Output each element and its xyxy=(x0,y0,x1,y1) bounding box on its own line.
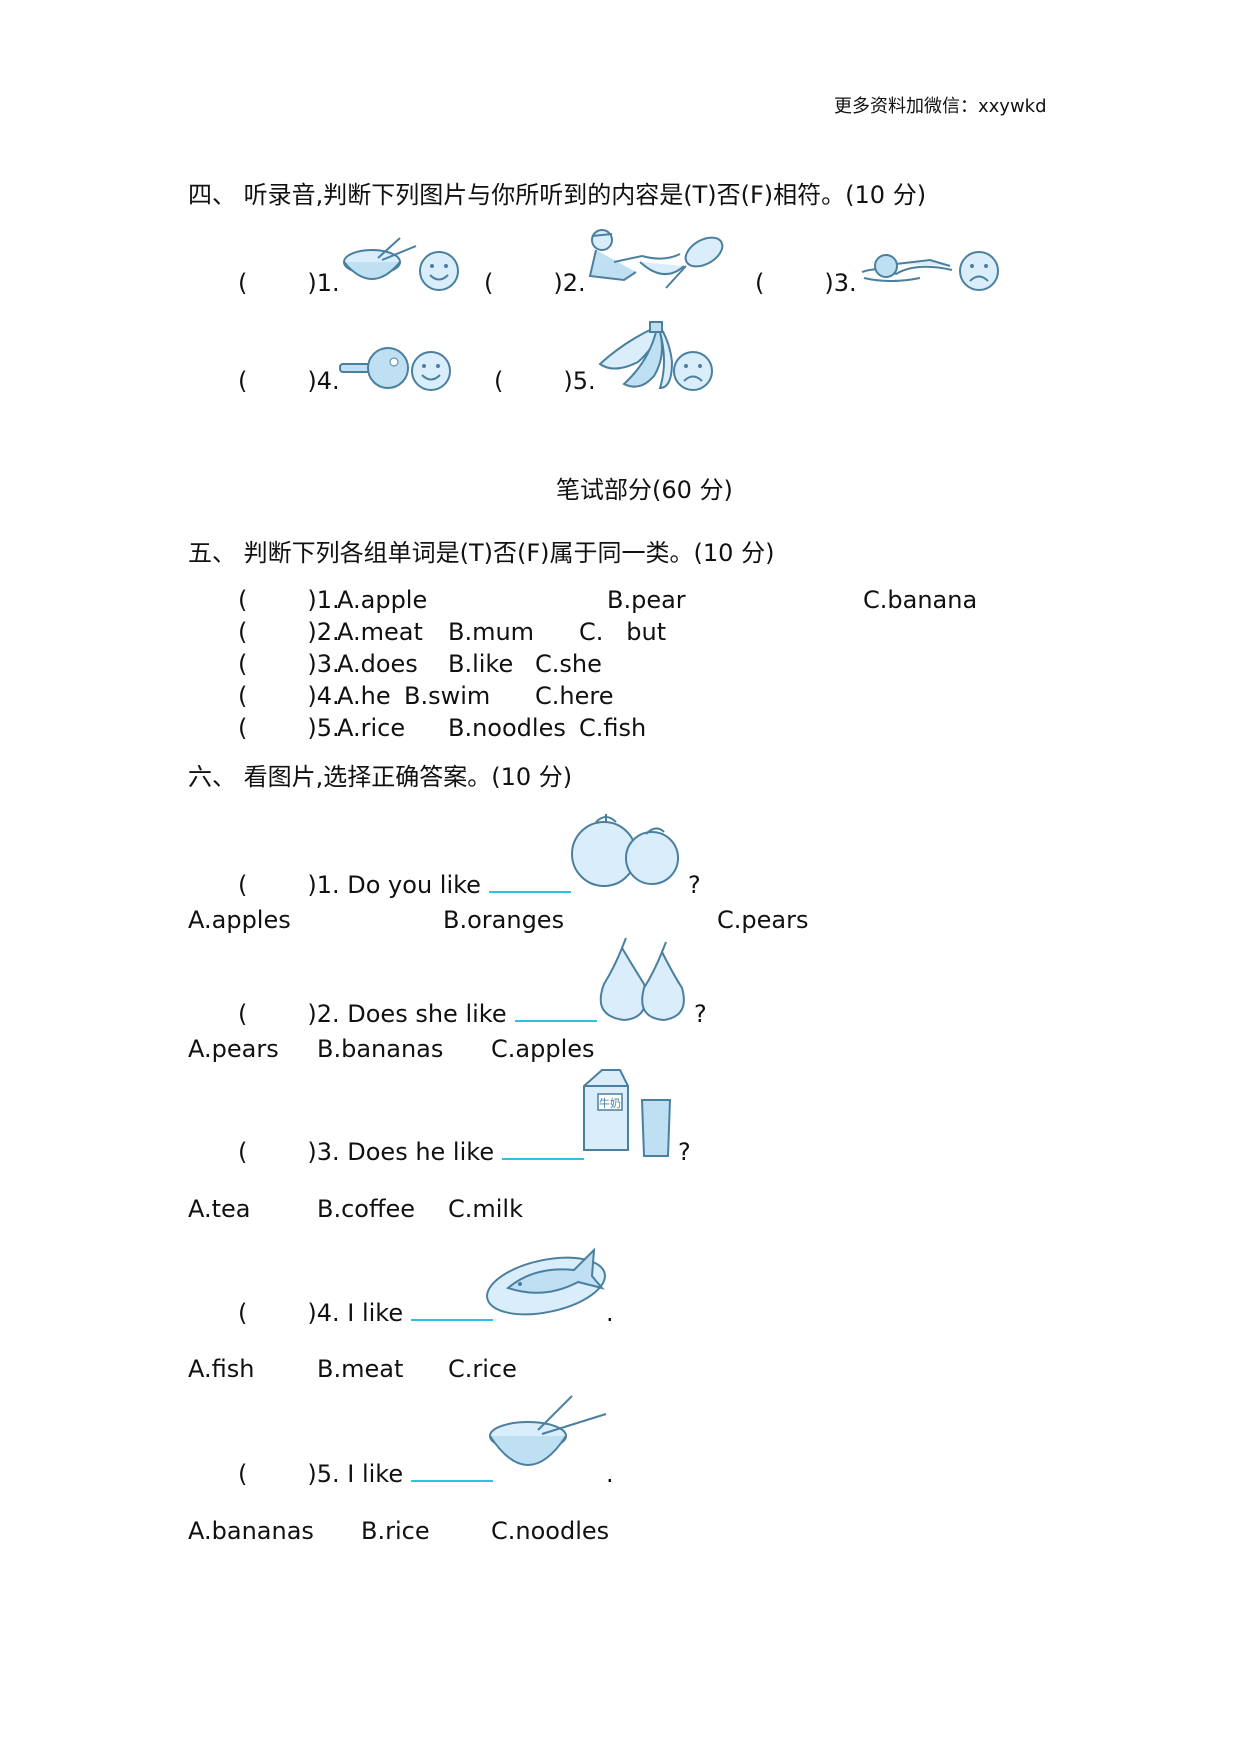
section4-title: 四、 听录音,判断下列图片与你所听到的内容是(T)否(F)相符。(10 分) xyxy=(188,181,927,209)
s5-row4-a: A.he xyxy=(337,682,391,710)
rice-bowl-icon xyxy=(343,237,417,280)
s4-item5: ()5. xyxy=(494,367,596,395)
answer-blank[interactable] xyxy=(514,1019,597,1022)
s5-row1-a: A.apple xyxy=(337,586,428,614)
s5-row1-c: C.banana xyxy=(863,586,978,614)
s6-q2-c: C.apples xyxy=(491,1035,595,1063)
smile-face-icon xyxy=(411,351,451,391)
s6-q4-c: C.rice xyxy=(448,1355,517,1383)
pears-icon xyxy=(599,937,685,1022)
s6-q2-end: ? xyxy=(694,1000,707,1028)
s5-row3-a: A.does xyxy=(337,650,418,678)
s5-row2-a: A.meat xyxy=(337,618,423,646)
s6-q1-b: B.oranges xyxy=(443,906,565,934)
s5-row5-c: C.fish xyxy=(579,714,647,742)
s5-row3-c: C.she xyxy=(535,650,602,678)
answer-blank[interactable] xyxy=(411,1318,494,1321)
s5-row2-c: C. but xyxy=(579,618,667,646)
s6-q3-end: ? xyxy=(678,1138,691,1166)
s4-item4: ()4. xyxy=(238,367,340,395)
answer-blank[interactable] xyxy=(488,890,571,893)
s6-q2-b: B.bananas xyxy=(317,1035,444,1063)
sad-face-icon xyxy=(959,251,999,291)
s5-row2: ()2. xyxy=(238,618,340,646)
s5-row3: ()3. xyxy=(238,650,340,678)
s6-q1-a: A.apples xyxy=(188,906,291,934)
smile-face-icon xyxy=(419,251,459,291)
s6-q3-b: B.coffee xyxy=(317,1195,416,1223)
s6-q3-a: A.tea xyxy=(188,1195,251,1223)
s6-q1: ()1. Do you like xyxy=(238,870,571,900)
s6-q4-b: B.meat xyxy=(317,1355,404,1383)
s6-q5-b: B.rice xyxy=(361,1517,430,1545)
s5-row5: ()5. xyxy=(238,714,340,742)
swimmer-icon xyxy=(861,254,953,282)
boy-with-kite-icon xyxy=(588,229,724,289)
s6-q3-c: C.milk xyxy=(448,1195,523,1223)
written-part-heading: 笔试部分(60 分) xyxy=(556,476,733,504)
s5-row4-b: B.swim xyxy=(404,682,491,710)
s4-item2: ()2. xyxy=(484,269,586,297)
bananas-icon xyxy=(598,321,674,390)
s6-q2: ()2. Does she like xyxy=(238,999,597,1029)
milk-carton-icon: 牛奶 xyxy=(583,1069,672,1157)
s6-q5: ()5. I like xyxy=(238,1459,494,1489)
svg-text:牛奶: 牛奶 xyxy=(599,1096,621,1110)
s6-q5-end: . xyxy=(606,1460,614,1488)
s5-row5-a: A.rice xyxy=(337,714,406,742)
s6-q4-a: A.fish xyxy=(188,1355,255,1383)
s6-q4: ()4. I like xyxy=(238,1298,494,1328)
section6-title: 六、 看图片,选择正确答案。(10 分) xyxy=(188,763,573,791)
s5-row4-c: C.here xyxy=(535,682,614,710)
section5-title: 五、 判断下列各组单词是(T)否(F)属于同一类。(10 分) xyxy=(188,539,775,567)
s6-q4-end: . xyxy=(606,1299,614,1327)
s5-row3-b: B.like xyxy=(448,650,514,678)
answer-blank[interactable] xyxy=(411,1479,494,1482)
s6-q2-a: A.pears xyxy=(188,1035,279,1063)
s6-q3: ()3. Does he like xyxy=(238,1137,585,1167)
rice-bowl-icon xyxy=(489,1395,607,1466)
s5-row1: ()1. xyxy=(238,586,340,614)
s6-q5-c: C.noodles xyxy=(491,1517,610,1545)
fish-plate-icon xyxy=(486,1247,606,1316)
s4-item1: ()1. xyxy=(238,269,340,297)
s5-row2-b: B.mum xyxy=(448,618,535,646)
oranges-icon xyxy=(571,814,679,887)
s6-q1-c: C.pears xyxy=(717,906,809,934)
s4-item3: ()3. xyxy=(755,269,857,297)
s5-row4: ()4. xyxy=(238,682,340,710)
ping-pong-paddle-icon xyxy=(339,347,409,389)
answer-blank[interactable] xyxy=(502,1157,585,1160)
s5-row1-b: B.pear xyxy=(607,586,686,614)
s5-row5-b: B.noodles xyxy=(448,714,566,742)
s6-q5-a: A.bananas xyxy=(188,1517,314,1545)
header-note: 更多资料加微信：xxywkd xyxy=(834,96,1047,117)
sad-face-icon xyxy=(673,351,713,391)
s6-q1-end: ? xyxy=(688,871,701,899)
